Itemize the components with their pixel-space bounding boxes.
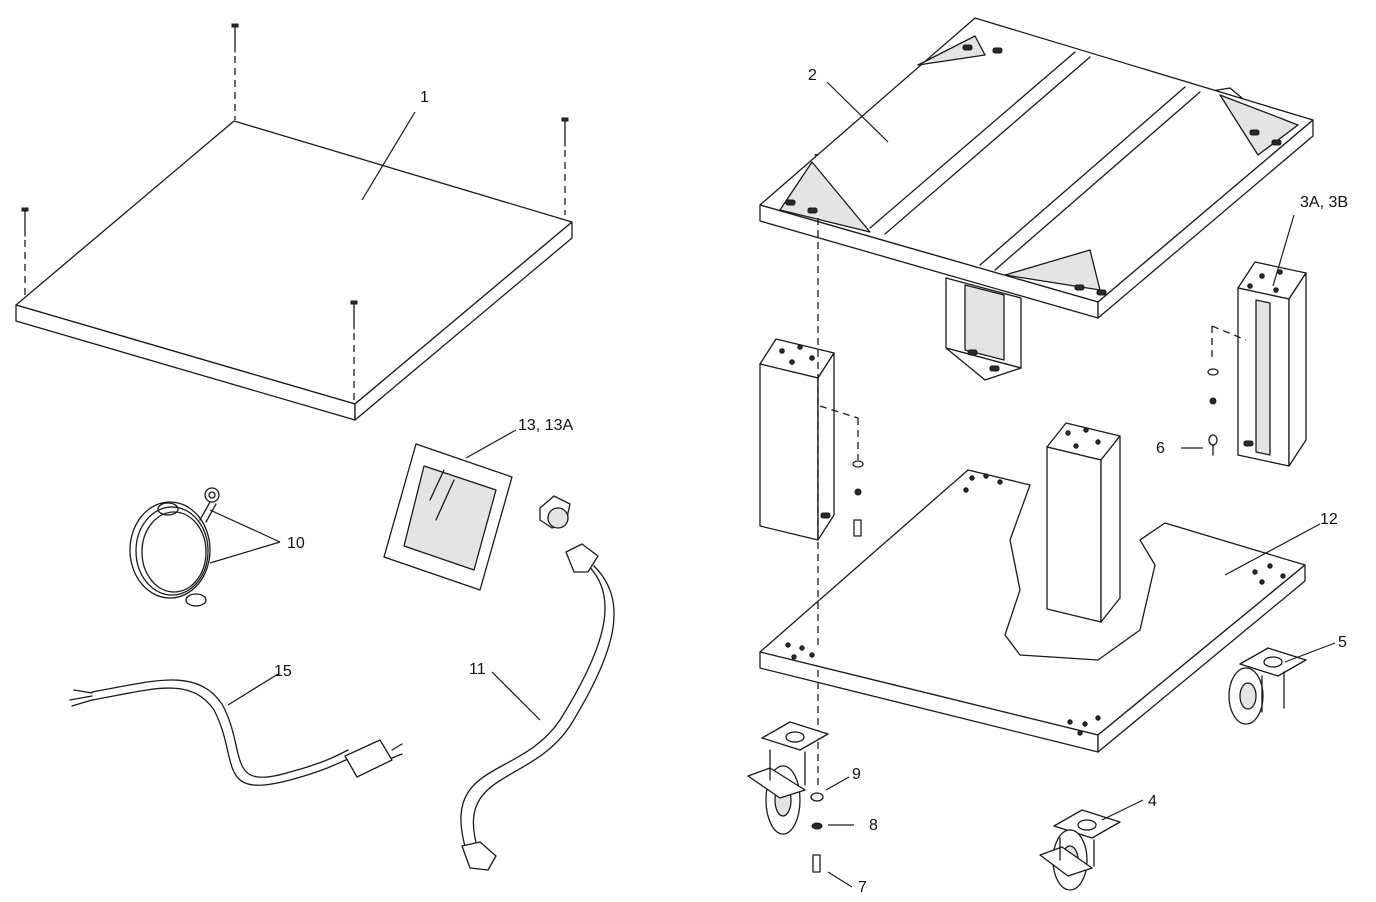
callout-4: 4 xyxy=(1148,793,1157,810)
base-plate xyxy=(759,422,1306,753)
gas-hose-adapter xyxy=(539,495,571,529)
gas-hose xyxy=(460,543,615,871)
callout-13: 13, 13A xyxy=(518,417,573,434)
callout-12: 12 xyxy=(1320,511,1338,528)
safety-cable xyxy=(129,501,211,607)
packet xyxy=(383,443,513,591)
panel-screw xyxy=(561,117,569,215)
callout-6: 6 xyxy=(1156,440,1165,457)
callout-10: 10 xyxy=(287,535,305,552)
caster-front-right xyxy=(1039,809,1121,891)
panel-screw xyxy=(21,207,29,300)
top-frame: 2 xyxy=(759,17,1314,381)
bolt-stack-right xyxy=(1207,368,1219,456)
callout-5: 5 xyxy=(1338,634,1347,651)
leg-back-right xyxy=(1237,261,1307,467)
bolt-stack-left xyxy=(852,460,864,537)
callout-7: 7 xyxy=(858,879,867,896)
callout-3a-3b: 3A, 3B xyxy=(1300,194,1348,211)
callout-15: 15 xyxy=(274,663,292,680)
panel-screw xyxy=(350,300,358,400)
callout-11: 11 xyxy=(469,661,486,678)
panel-screw xyxy=(231,23,239,120)
leg-front-left xyxy=(759,338,835,541)
top-panel: 1 xyxy=(15,23,573,421)
callout-2: 2 xyxy=(808,67,817,84)
callout-1: 1 xyxy=(420,89,429,106)
callout-8: 8 xyxy=(869,817,878,834)
callout-9: 9 xyxy=(852,766,861,783)
eyebolt xyxy=(199,487,220,523)
power-cord xyxy=(69,679,403,786)
caster-bolt-stack xyxy=(810,792,824,873)
caster-back-right xyxy=(1228,647,1307,725)
caster-front-left xyxy=(747,721,829,835)
